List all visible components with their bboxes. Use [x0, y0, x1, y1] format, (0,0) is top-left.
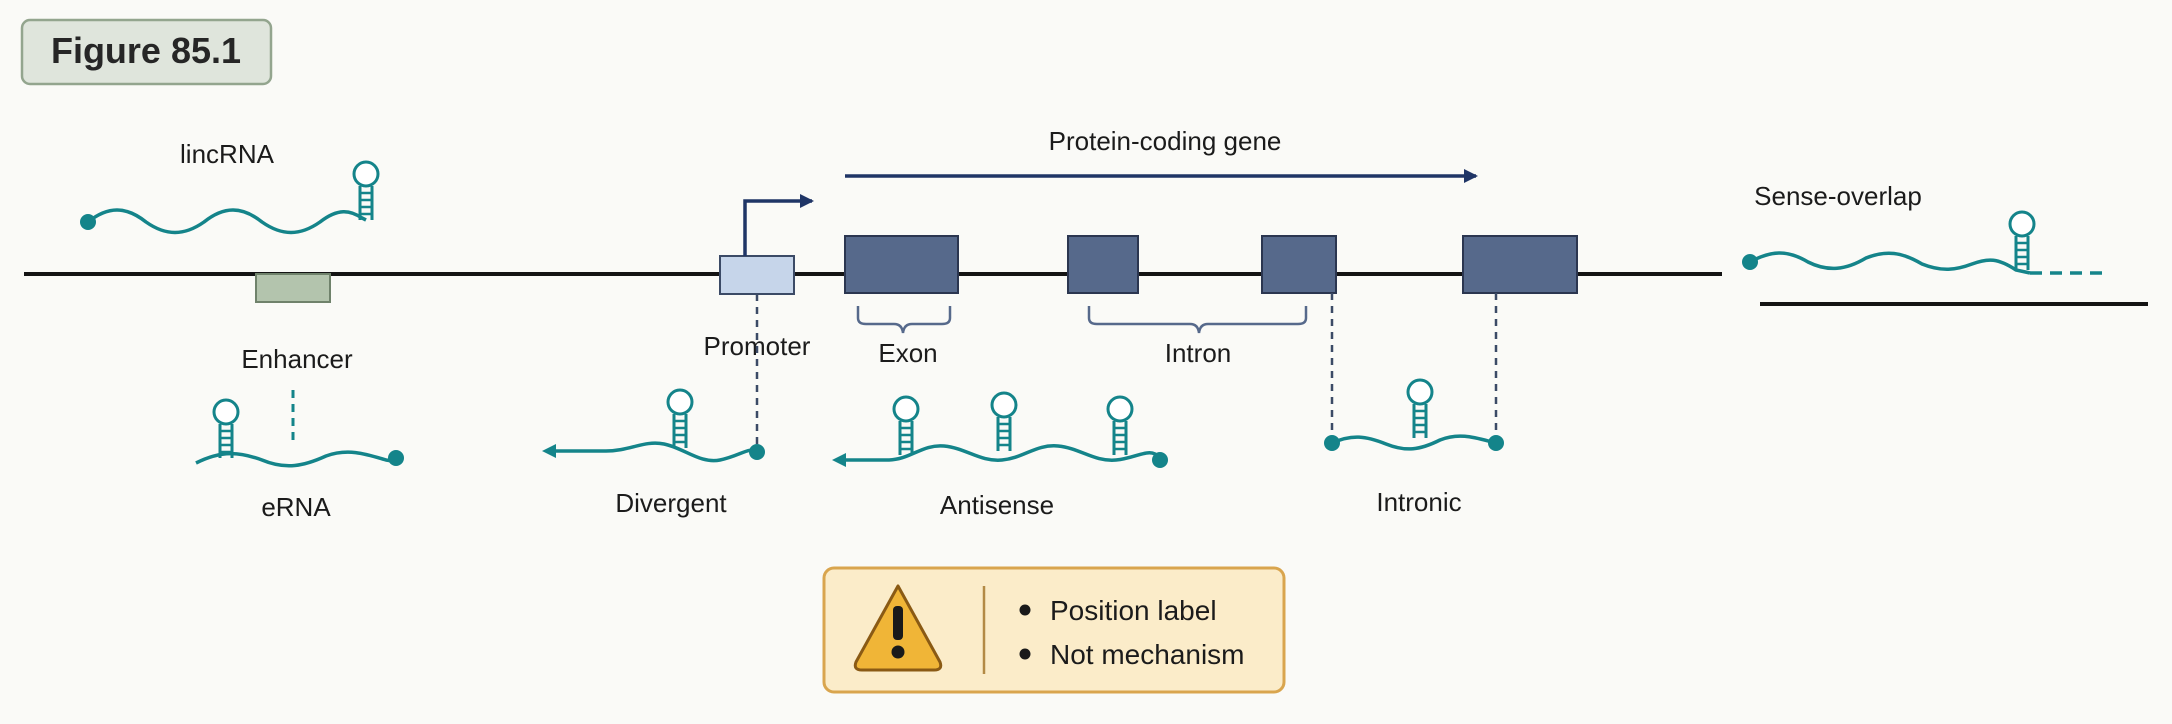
- divergent-label: Divergent: [615, 488, 727, 518]
- note-bullet-1: [1019, 604, 1031, 616]
- intron-bracket: [1087, 306, 1308, 334]
- intronic-hairpin: [1406, 378, 1434, 440]
- lincrna-hairpin: [352, 160, 380, 222]
- sense-overlap-transcript: [1742, 210, 2108, 275]
- erna-label: eRNA: [261, 492, 331, 522]
- divergent-hairpin: [666, 388, 694, 450]
- tss-arrow: [743, 194, 814, 256]
- note-item-1: Position label: [1050, 595, 1217, 626]
- figure-label: Figure 85.1: [20, 18, 273, 86]
- gene-label: Protein-coding gene: [1049, 126, 1282, 156]
- note-box: Position label Not mechanism: [822, 566, 1286, 694]
- lincrna-5prime-dot: [80, 214, 96, 230]
- antisense-strand: [832, 444, 1162, 467]
- antisense-hairpin-3: [1106, 395, 1134, 457]
- exon-bracket: [856, 306, 952, 334]
- intron-label: Intron: [1165, 338, 1232, 368]
- erna-strand: [195, 450, 401, 468]
- intronic-strand: [1331, 434, 1497, 451]
- sense-overlap-label: Sense-overlap: [1754, 181, 1922, 211]
- antisense-hairpin-2: [990, 391, 1018, 453]
- lincrna-label: lincRNA: [180, 139, 275, 169]
- exon-2: [1067, 235, 1139, 294]
- sense-overlap-strand: [1749, 251, 2031, 275]
- figure-label-box: [20, 18, 273, 86]
- intronic-label: Intronic: [1376, 487, 1461, 517]
- exon-1: [844, 235, 959, 294]
- exon-4: [1462, 235, 1578, 294]
- lincrna-strand: [86, 208, 367, 235]
- sense-overlap-5prime-dot: [1742, 254, 1758, 270]
- promoter-box: [719, 255, 795, 295]
- antisense-transcript: [832, 391, 1168, 468]
- erna-3prime-dot: [388, 450, 404, 466]
- antisense-label: Antisense: [940, 490, 1054, 520]
- divergent-strand: [542, 441, 759, 463]
- exon-3: [1261, 235, 1337, 294]
- note-bullet-2: [1019, 648, 1031, 660]
- intronic-5prime-dot: [1324, 435, 1340, 451]
- warning-icon: [853, 584, 943, 672]
- enhancer-label: Enhancer: [241, 344, 353, 374]
- intronic-transcript: [1324, 378, 1504, 451]
- enhancer-box: [255, 273, 331, 303]
- antisense-3prime-dot: [1152, 452, 1168, 468]
- exon-label: Exon: [878, 338, 937, 368]
- divergent-transcript: [542, 388, 765, 463]
- erna-hairpin: [212, 398, 240, 460]
- note-item-2: Not mechanism: [1050, 639, 1245, 670]
- figure-label-text: Figure 85.1: [51, 30, 241, 71]
- sense-overlap-hairpin: [2008, 210, 2036, 272]
- lincrna-transcript: [80, 160, 380, 235]
- intronic-3prime-dot: [1488, 435, 1504, 451]
- erna-transcript: [195, 398, 404, 468]
- divergent-5prime-dot: [749, 444, 765, 460]
- antisense-hairpin-1: [892, 395, 920, 457]
